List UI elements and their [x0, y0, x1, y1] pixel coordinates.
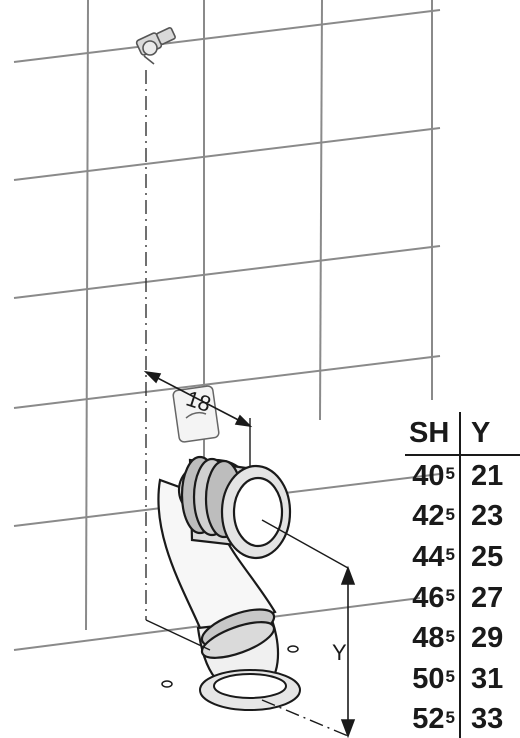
- floor-screw-holes: [161, 645, 299, 688]
- dimension-y-arrow: [340, 565, 356, 738]
- cell-y: 21: [471, 459, 504, 492]
- tap-valve-icon: [135, 27, 176, 65]
- y-extension-line: [261, 519, 349, 569]
- dimension-y-label: Y: [332, 640, 347, 665]
- floor-lines: [145, 619, 349, 737]
- cell-y: 27: [471, 581, 504, 614]
- cell-y: 29: [471, 622, 504, 655]
- cell-y: 23: [471, 500, 504, 533]
- cell-y: 25: [471, 540, 504, 573]
- header-sh: SH: [405, 412, 461, 454]
- floor-flange: [199, 669, 301, 711]
- trap-body: [157, 455, 292, 693]
- cell-y: 31: [471, 662, 504, 695]
- header-y: Y: [471, 416, 491, 449]
- dimension-18-arrow: [143, 370, 253, 428]
- table-header: SH Y: [405, 412, 520, 456]
- wall-bracket: [172, 385, 220, 443]
- cell-y: 33: [471, 703, 504, 736]
